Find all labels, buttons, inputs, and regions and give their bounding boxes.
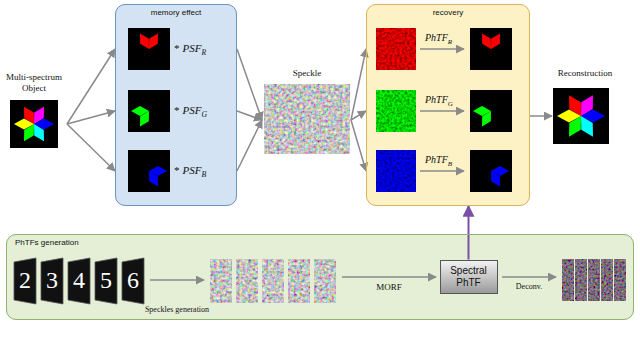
label: PhTF — [425, 154, 448, 165]
process-arrow — [342, 276, 436, 278]
digit-cards — [14, 258, 144, 304]
speckle-cards — [210, 259, 336, 303]
label-group: 5 — [95, 266, 117, 295]
label: * — [174, 42, 180, 54]
connector — [468, 206, 469, 260]
label-group: *PSFG — [174, 104, 207, 119]
subscript: B — [448, 160, 452, 168]
channel-images — [128, 28, 170, 192]
connector-line — [237, 120, 262, 171]
process-arrow — [150, 279, 204, 281]
object-node: Multi-spectrum Object — [2, 70, 66, 156]
node-text: Multi-spectrum Object — [2, 72, 66, 94]
label: Deconv. — [516, 282, 542, 291]
label-group: *PSFB — [174, 164, 206, 179]
label: PSF — [183, 42, 202, 54]
label-group: 2 — [14, 266, 36, 295]
node-text: memory effect — [116, 8, 236, 18]
node-text: PhTFs generation — [15, 238, 633, 248]
label-group: MORF — [369, 282, 409, 293]
panel-fill — [6, 234, 634, 320]
subscript: R — [448, 38, 452, 46]
label-group: PhTFR — [425, 32, 452, 46]
label-group: PhTFG — [425, 94, 453, 108]
recovered-images — [470, 28, 512, 192]
connector-line — [67, 49, 115, 124]
label-group: 4 — [68, 266, 90, 295]
label-group: PhTFB — [425, 154, 452, 168]
reconstruction-node: Reconstruction — [540, 66, 630, 156]
panel-fill — [366, 4, 530, 206]
label-group: Deconv. — [509, 282, 549, 292]
process-box: Spectral PhTF — [440, 260, 498, 294]
connector — [351, 49, 366, 171]
connector-line — [67, 124, 115, 171]
subscript: R — [201, 48, 206, 57]
label: PSF — [183, 164, 202, 176]
connector — [237, 49, 262, 171]
node-text: Reconstruction — [540, 68, 630, 79]
label: PSF — [183, 104, 202, 116]
channel-speckles — [376, 28, 416, 192]
connector-line — [237, 49, 262, 120]
subscript: G — [201, 110, 207, 119]
node-text: recovery — [367, 8, 529, 18]
label: Speckles generation — [145, 305, 209, 314]
label: PhTF — [425, 94, 448, 105]
object-image — [10, 100, 58, 148]
process-arrow — [502, 276, 556, 278]
reconstruction-image — [553, 88, 609, 144]
label: * — [174, 164, 180, 176]
connector-line — [351, 111, 366, 120]
label-group: *PSFR — [174, 42, 206, 57]
connector-line — [530, 115, 552, 117]
label-group: 6 — [122, 266, 144, 295]
connector-line — [351, 120, 366, 171]
node-text: Speckle — [262, 68, 352, 79]
connector — [530, 116, 552, 117]
connector — [67, 49, 115, 171]
label: 4 — [73, 267, 85, 293]
label: 6 — [127, 267, 139, 293]
subscript: B — [201, 170, 206, 179]
label: * — [174, 104, 180, 116]
connector-line — [468, 206, 470, 260]
label: 2 — [19, 267, 31, 293]
label: 3 — [46, 267, 58, 293]
node-text: Spectral PhTF — [447, 265, 491, 289]
connector-line — [351, 49, 366, 120]
speckle-node: Speckle — [262, 66, 352, 156]
label: PhTF — [425, 32, 448, 43]
connector-line — [67, 111, 115, 124]
recovery-arrows — [420, 49, 464, 171]
label: 5 — [100, 267, 112, 293]
deconvolved-cards — [562, 259, 626, 301]
speckle-image — [264, 84, 350, 154]
connector-line — [237, 111, 262, 120]
label-group: Speckles generation — [132, 305, 222, 315]
panel-fill — [115, 4, 237, 206]
subscript: G — [448, 100, 453, 108]
label-group: 3 — [41, 266, 63, 295]
label: MORF — [376, 282, 402, 292]
